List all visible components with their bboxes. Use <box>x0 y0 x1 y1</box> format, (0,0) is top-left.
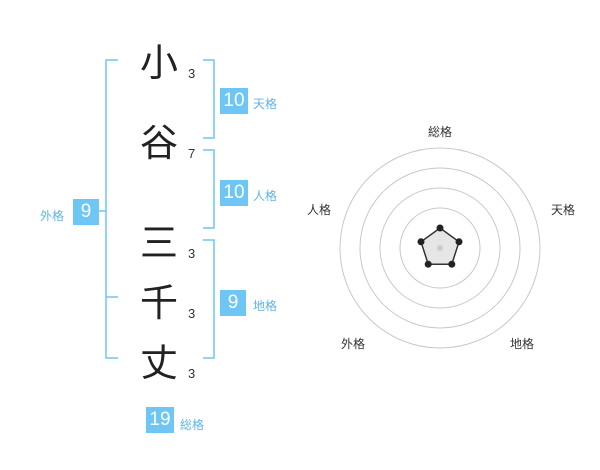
name-char-4: 千 <box>140 281 179 325</box>
radar-point-2 <box>448 260 456 268</box>
name-char-2: 谷 <box>140 121 179 165</box>
radar-label-gaikaku: 外格 <box>341 337 366 351</box>
soukaku-label: 総格 <box>180 418 205 432</box>
name-char-1: 小 <box>140 41 179 85</box>
radar-point-3 <box>424 260 432 268</box>
stroke-count-5: 3 <box>188 366 196 381</box>
radar-point-1 <box>455 238 463 246</box>
jinkaku-label: 人格 <box>253 189 278 203</box>
stroke-count-1: 3 <box>188 66 196 81</box>
chikaku-label: 地格 <box>253 299 278 313</box>
name-char-5: 丈 <box>140 341 179 385</box>
jinkaku-bracket <box>203 149 215 229</box>
chikaku-value: 9 <box>220 290 246 316</box>
gaikaku-label: 外格 <box>40 209 65 223</box>
gaikaku-value: 9 <box>73 199 99 225</box>
radar-point-0 <box>436 224 444 232</box>
soukaku-value: 19 <box>146 407 174 433</box>
radar-point-4 <box>417 238 425 246</box>
name-char-3: 三 <box>140 221 179 265</box>
radar-label-tenkaku: 天格 <box>551 203 576 217</box>
radar-ring-3 <box>359 167 521 329</box>
radar-label-jinkaku: 人格 <box>307 203 332 217</box>
tenkaku-value: 10 <box>220 88 248 114</box>
chikaku-bracket <box>203 239 215 359</box>
tenkaku-bracket <box>203 59 215 139</box>
radar-chart <box>339 147 541 349</box>
tenkaku-label: 天格 <box>253 97 278 111</box>
radar-ring-2 <box>379 187 501 309</box>
radar-ring-1 <box>399 207 481 289</box>
radar-label-soukaku: 総格 <box>428 125 453 139</box>
stroke-count-4: 3 <box>188 306 196 321</box>
radar-label-chikaku: 地格 <box>510 337 535 351</box>
jinkaku-value: 10 <box>220 180 248 206</box>
stroke-count-2: 7 <box>188 146 196 161</box>
radar-ring-4 <box>339 147 541 349</box>
stroke-count-3: 3 <box>188 246 196 261</box>
radar-center <box>437 245 443 251</box>
